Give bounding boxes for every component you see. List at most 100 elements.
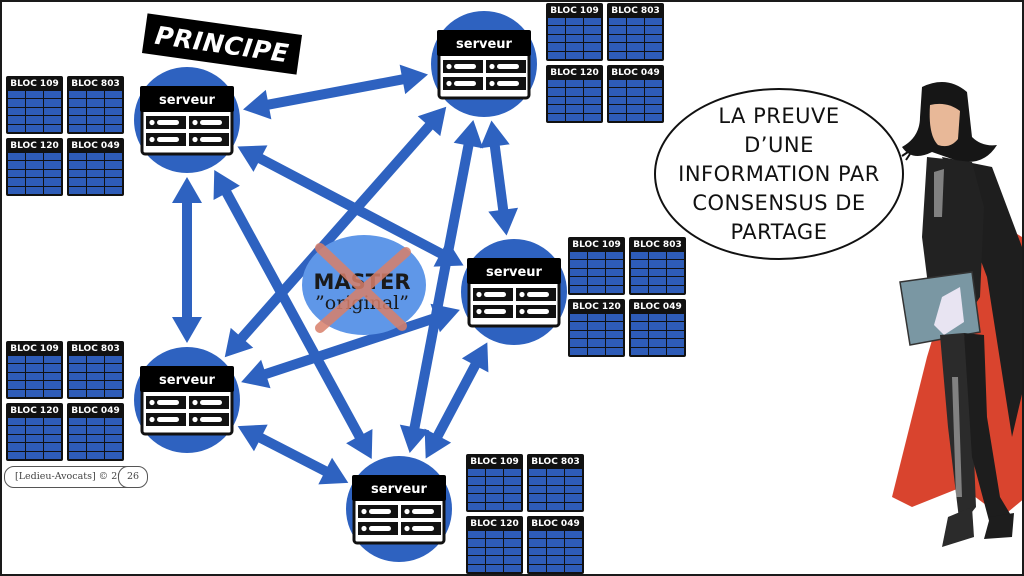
- bloc-cell: [631, 314, 648, 322]
- bloc-cell: [504, 494, 521, 502]
- bloc-cell: [529, 564, 546, 572]
- data-bloc: BLOC 120: [6, 403, 63, 461]
- bloc-cell: [529, 502, 546, 510]
- arrowhead-icon: [243, 89, 272, 120]
- bloc-cell: [105, 91, 122, 99]
- bloc-cell: [649, 252, 666, 260]
- bloc-table: [69, 153, 122, 194]
- bloc-cell: [547, 485, 564, 494]
- bloc-cell: [565, 477, 582, 485]
- bloc-cell: [69, 178, 86, 186]
- bloc-cell: [69, 107, 86, 116]
- bloc-cell: [584, 96, 601, 105]
- bloc-cell: [529, 477, 546, 485]
- bloc-cell: [649, 330, 666, 339]
- bloc-cell: [631, 330, 648, 339]
- bloc-cell: [667, 252, 684, 260]
- bloc-cell: [570, 339, 587, 347]
- bloc-cell: [609, 80, 626, 88]
- boot-icon: [964, 333, 1012, 532]
- arrowhead-icon: [224, 327, 254, 358]
- bloc-cell: [570, 277, 587, 285]
- bloc-cell: [565, 469, 582, 477]
- arrowhead-icon: [318, 457, 349, 485]
- bloc-cell: [44, 107, 61, 116]
- bloc-cell: [69, 426, 86, 434]
- bloc-cell: [566, 113, 583, 121]
- connection-arrow: [424, 342, 489, 459]
- bloc-cell: [548, 26, 565, 34]
- bloc-title: BLOC 109: [10, 344, 59, 354]
- bloc-cell: [44, 434, 61, 443]
- data-bloc: BLOC 120: [546, 65, 603, 123]
- bloc-cell: [486, 502, 503, 510]
- bloc-table: [570, 314, 623, 355]
- bloc-cell: [8, 99, 25, 107]
- character-illustration: [892, 82, 1022, 547]
- bloc-cell: [8, 364, 25, 372]
- arrowhead-icon: [346, 428, 373, 459]
- bloc-cell: [548, 51, 565, 59]
- arrowhead-icon: [399, 64, 428, 95]
- bloc-table: [548, 18, 601, 59]
- bloc-cell: [87, 356, 104, 364]
- bloc-cell: [588, 322, 605, 330]
- arrowhead-icon: [399, 424, 430, 454]
- data-bloc: BLOC 049: [527, 516, 584, 574]
- bloc-title: BLOC 120: [572, 302, 621, 312]
- bloc-cell: [105, 161, 122, 169]
- server-icon: serveur: [467, 258, 561, 328]
- bloc-cell: [44, 418, 61, 426]
- bloc-cell: [87, 124, 104, 132]
- bloc-cell: [547, 494, 564, 502]
- bloc-cell: [548, 18, 565, 26]
- bloc-cell: [570, 252, 587, 260]
- bloc-table: [631, 314, 684, 355]
- bloc-cell: [8, 124, 25, 132]
- bloc-cell: [570, 314, 587, 322]
- bloc-cell: [87, 153, 104, 161]
- data-bloc: BLOC 049: [607, 65, 664, 123]
- bloc-cell: [667, 330, 684, 339]
- bloc-cell: [8, 161, 25, 169]
- bloc-cell: [8, 426, 25, 434]
- bloc-cell: [486, 539, 503, 547]
- bloc-table: [548, 80, 601, 121]
- bloc-cell: [529, 539, 546, 547]
- data-bloc: BLOC 109: [568, 237, 625, 295]
- bloc-cell: [565, 494, 582, 502]
- bloc-cell: [565, 547, 582, 556]
- bloc-cell: [8, 434, 25, 443]
- bloc-cell: [631, 260, 648, 268]
- bloc-cell: [486, 494, 503, 502]
- bloc-cell: [627, 43, 644, 51]
- bloc-cell: [645, 43, 662, 51]
- bloc-table: [529, 531, 582, 572]
- bloc-cell: [584, 34, 601, 43]
- bloc-cell: [588, 260, 605, 268]
- speech-line: D’UNE: [744, 132, 814, 157]
- bloc-cell: [588, 268, 605, 277]
- bloc-cell: [645, 80, 662, 88]
- server-icon: serveur: [352, 475, 446, 545]
- bloc-cell: [584, 88, 601, 96]
- connection-arrow: [172, 177, 202, 343]
- bloc-cell: [8, 418, 25, 426]
- bloc-cell: [547, 531, 564, 539]
- bloc-cell: [667, 260, 684, 268]
- bloc-cell: [26, 186, 43, 194]
- server-icon: serveur: [437, 30, 531, 100]
- bloc-cell: [609, 51, 626, 59]
- bloc-cell: [105, 451, 122, 459]
- bloc-cell: [87, 186, 104, 194]
- connection-arrow: [213, 170, 373, 459]
- bloc-cell: [26, 169, 43, 178]
- bloc-cell: [588, 252, 605, 260]
- bloc-title: BLOC 803: [531, 457, 580, 467]
- bloc-cell: [87, 99, 104, 107]
- bloc-cell: [631, 322, 648, 330]
- bloc-cell: [584, 26, 601, 34]
- server-label: serveur: [456, 37, 513, 52]
